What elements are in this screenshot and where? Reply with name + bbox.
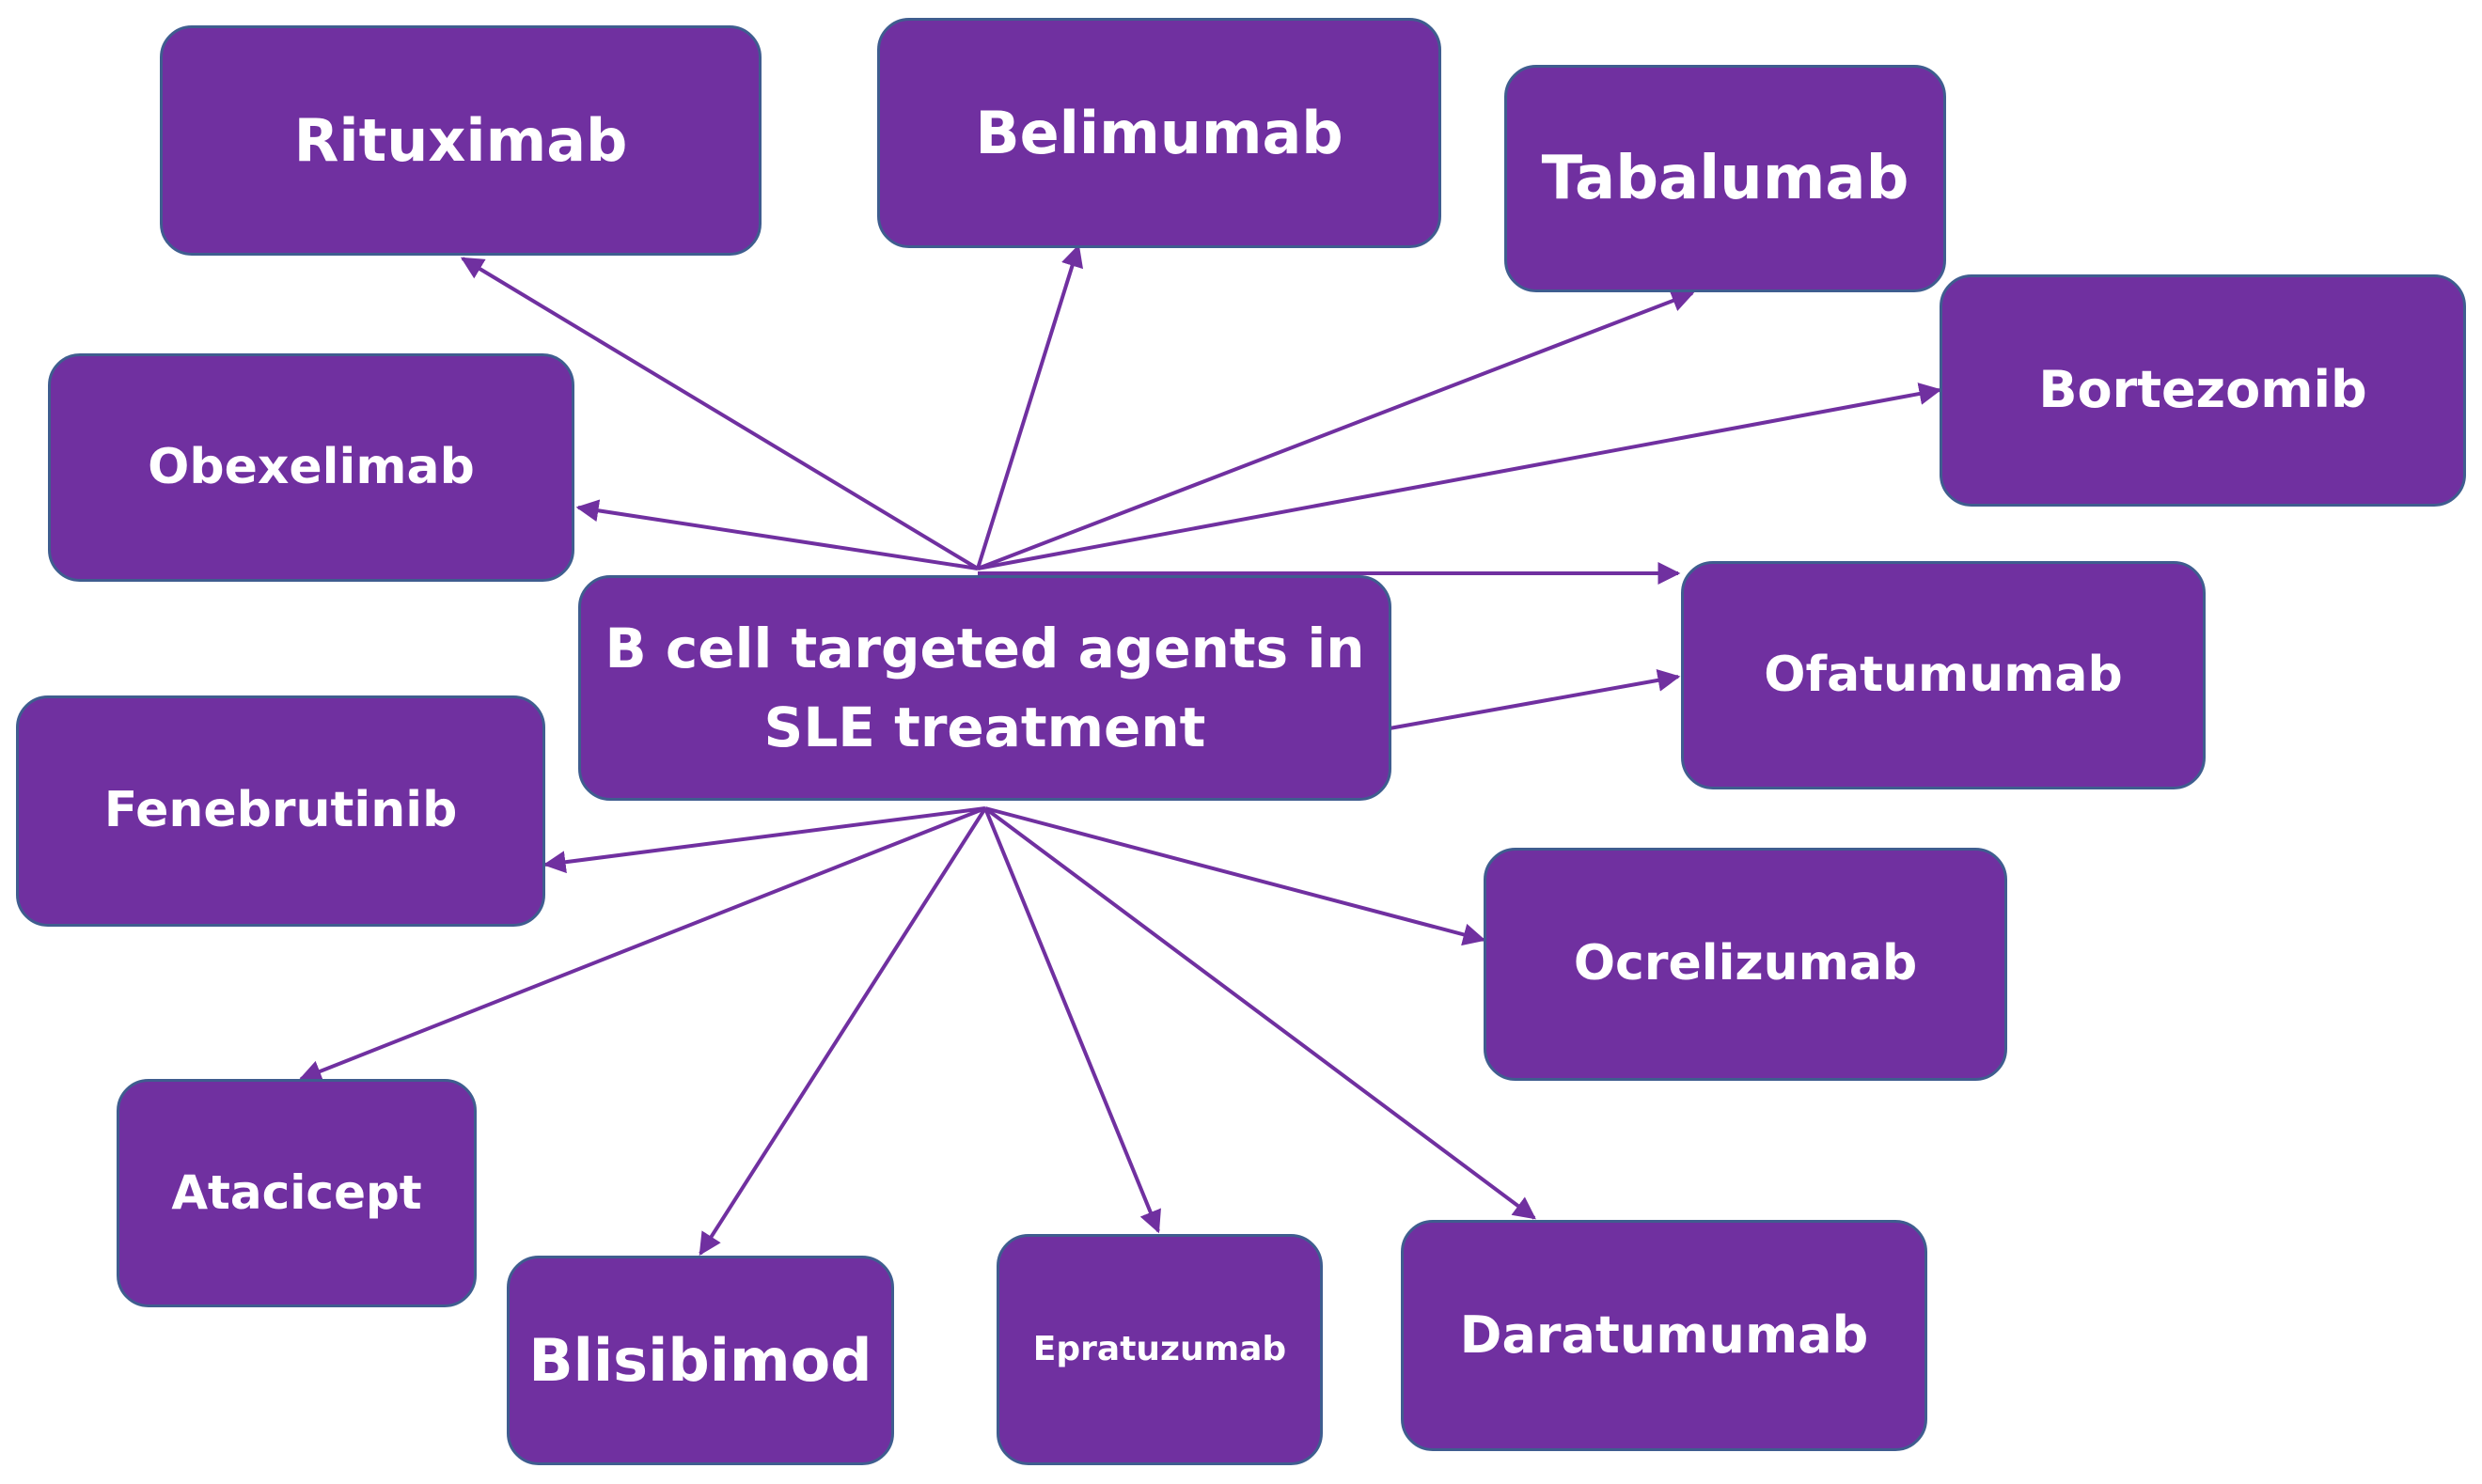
node-label: Bortezomib (2038, 360, 2367, 420)
node-label: Epratuzumab (1032, 1329, 1287, 1368)
center-node-line-1: B cell targeted agents in (605, 616, 1365, 680)
arrow-to-tabalumab (977, 289, 1695, 570)
node-atacicept: Atacicept (117, 1079, 477, 1307)
arrow-to-epratuzumab (983, 807, 1161, 1234)
node-tabalumab: Tabalumab (1504, 65, 1946, 292)
node-blisibimod: Blisibimod (507, 1256, 894, 1465)
arrow-to-daratumumab (983, 806, 1536, 1220)
node-ocrelizumab: Ocrelizumab (1484, 848, 2007, 1081)
node-label: Atacicept (171, 1165, 422, 1221)
center-node: B cell targeted agents in SLE treatment (578, 575, 1391, 801)
arrow-to-obexelimab (575, 499, 979, 570)
node-label: Rituximab (293, 105, 628, 175)
node-label: Obexelimab (148, 438, 475, 495)
node-label: Belimumab (975, 98, 1343, 167)
center-node-line-2: SLE treatment (763, 695, 1206, 759)
node-ofatumumab: Ofatumumab (1681, 561, 2206, 789)
arrow-to-bortezomib (977, 383, 1942, 570)
node-fenebrutinib: Fenebrutinib (16, 695, 545, 927)
arrow-to-ocrelizumab (984, 806, 1486, 946)
arrow-to-blisibimod (699, 806, 987, 1257)
node-label: Daratumumab (1459, 1304, 1869, 1365)
node-rituximab: Rituximab (160, 25, 762, 256)
node-label: Fenebrutinib (103, 782, 458, 839)
node-bortezomib: Bortezomib (1940, 274, 2466, 507)
node-label: Blisibimod (528, 1325, 872, 1395)
node-label: Tabalumab (1541, 143, 1909, 213)
node-epratuzumab: Epratuzumab (997, 1234, 1323, 1465)
arrow-to-atacicept (298, 806, 986, 1083)
arrow-to-belimumab (976, 243, 1084, 570)
arrow-to-rituximab (460, 257, 980, 570)
node-belimumab: Belimumab (877, 18, 1441, 248)
arrow-to-ofatumumab-lower (1389, 668, 1681, 730)
node-label: Ofatumumab (1764, 646, 2123, 703)
arrow-to-fenebrutinib (542, 806, 986, 874)
node-daratumumab: Daratumumab (1401, 1220, 1927, 1451)
node-label: Ocrelizumab (1573, 935, 1918, 992)
node-obexelimab: Obexelimab (48, 353, 574, 582)
